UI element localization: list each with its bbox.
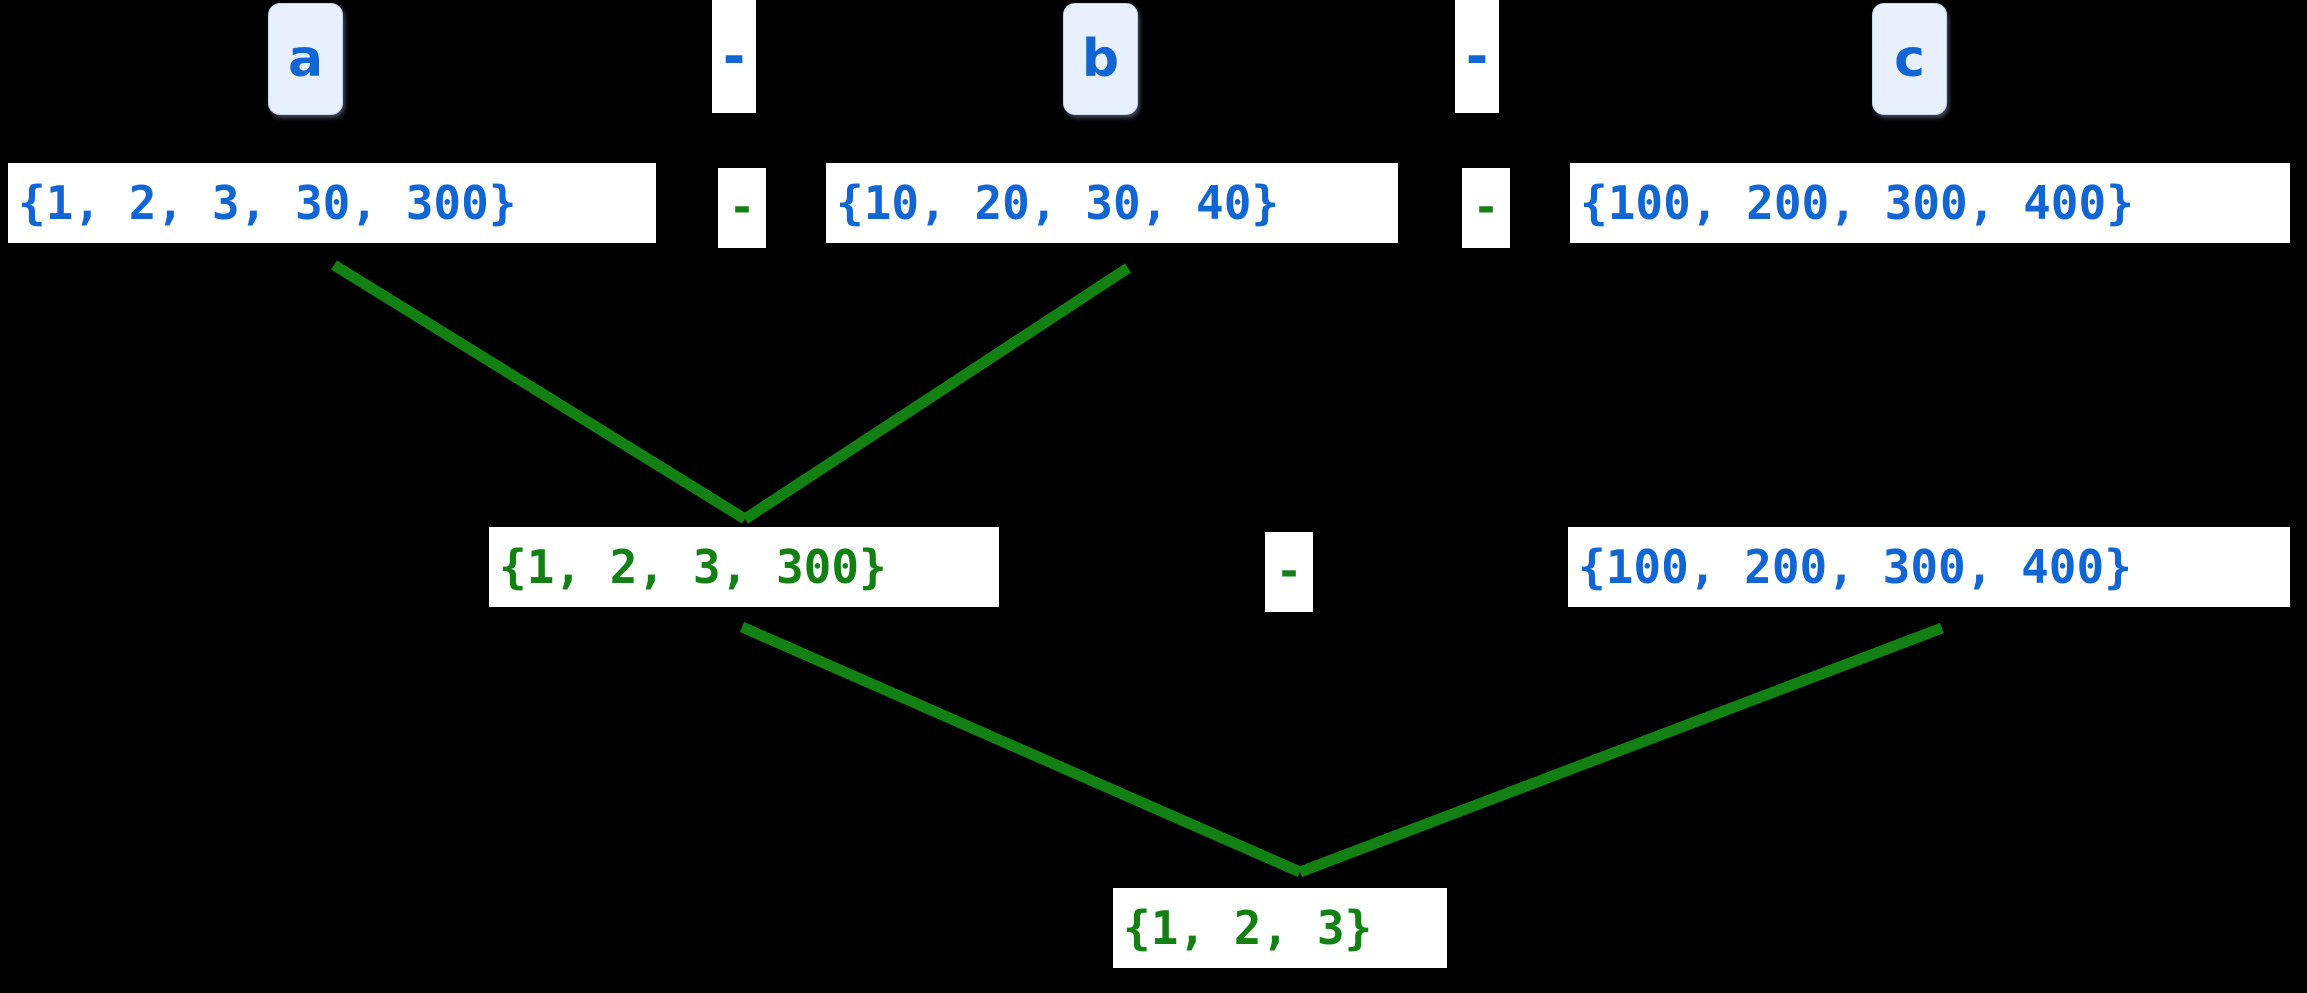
set-box-c-repeat[interactable]: {100, 200, 300, 400}	[1568, 527, 2290, 607]
edge-a-to-intermediate	[331, 260, 748, 524]
operator-minus-b-c[interactable]: -	[1455, 0, 1499, 113]
set-box-final-result-value: {1, 2, 3}	[1123, 901, 1373, 955]
set-box-c-repeat-value: {100, 200, 300, 400}	[1578, 540, 2132, 594]
variable-badge-c-label: c	[1894, 29, 1925, 89]
set-box-final-result[interactable]: {1, 2, 3}	[1113, 888, 1447, 968]
operator-minus-set-b-c[interactable]: -	[1462, 168, 1510, 248]
operator-minus-intermediate-c-label: -	[1275, 546, 1303, 597]
variable-badge-a[interactable]: a	[268, 3, 343, 115]
operator-minus-set-b-c-label: -	[1472, 182, 1500, 233]
operator-minus-set-a-b[interactable]: -	[718, 168, 766, 248]
variable-badge-a-label: a	[287, 29, 324, 89]
operator-minus-a-b-label: -	[717, 24, 751, 88]
variable-badge-b[interactable]: b	[1063, 3, 1138, 115]
set-box-a-value: {1, 2, 3, 30, 300}	[18, 176, 517, 230]
variable-badge-b-label: b	[1081, 29, 1120, 89]
operator-minus-b-c-label: -	[1460, 24, 1494, 88]
set-box-b[interactable]: {10, 20, 30, 40}	[826, 163, 1398, 243]
set-box-intermediate-result[interactable]: {1, 2, 3, 300}	[489, 527, 999, 607]
set-box-a[interactable]: {1, 2, 3, 30, 300}	[8, 163, 656, 243]
set-box-c[interactable]: {100, 200, 300, 400}	[1570, 163, 2290, 243]
operator-minus-intermediate-c[interactable]: -	[1265, 532, 1313, 612]
variable-badge-c[interactable]: c	[1872, 3, 1947, 115]
operator-minus-a-b[interactable]: -	[712, 0, 756, 113]
edge-intermediate-to-final	[739, 621, 1303, 878]
set-box-b-value: {10, 20, 30, 40}	[836, 176, 1280, 230]
set-box-c-value: {100, 200, 300, 400}	[1580, 176, 2134, 230]
set-box-intermediate-result-value: {1, 2, 3, 300}	[499, 540, 887, 594]
edge-b-to-intermediate	[741, 263, 1132, 524]
edge-c-to-final	[1298, 622, 1944, 878]
operator-minus-set-a-b-label: -	[728, 182, 756, 233]
